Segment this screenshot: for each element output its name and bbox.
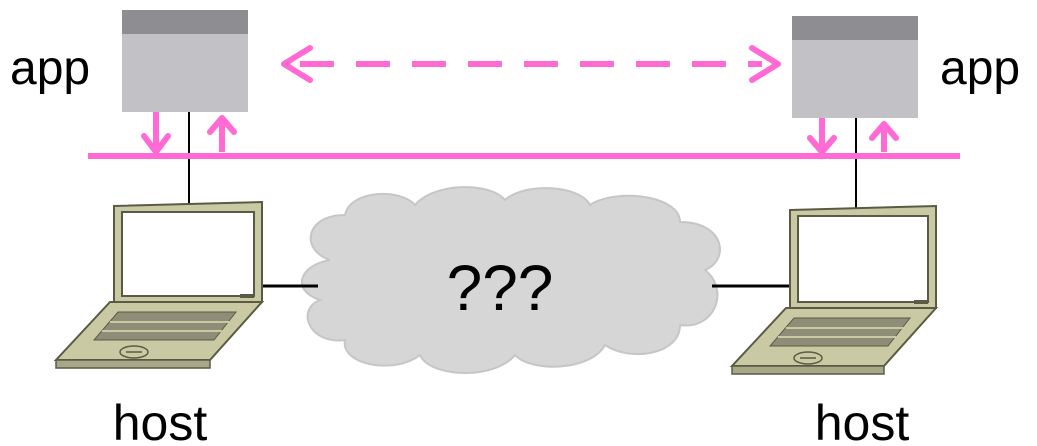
right-arrow-down-icon — [807, 118, 837, 155]
cloud-icon — [300, 186, 721, 374]
right-host-label: host — [815, 395, 910, 446]
left-app-window-icon — [122, 10, 248, 112]
right-app-label: app — [940, 42, 1020, 95]
right-arrow-up-icon — [869, 121, 899, 152]
cloud-label: ??? — [447, 252, 554, 324]
left-laptop-icon — [53, 200, 265, 369]
right-laptop-icon — [729, 204, 939, 375]
right-app-window-icon — [792, 16, 918, 118]
left-arrow-down-icon — [141, 112, 171, 155]
double-arrow-icon — [281, 45, 781, 83]
left-arrow-up-icon — [207, 115, 237, 152]
left-app-label: app — [10, 42, 90, 95]
left-host-label: host — [113, 395, 208, 446]
